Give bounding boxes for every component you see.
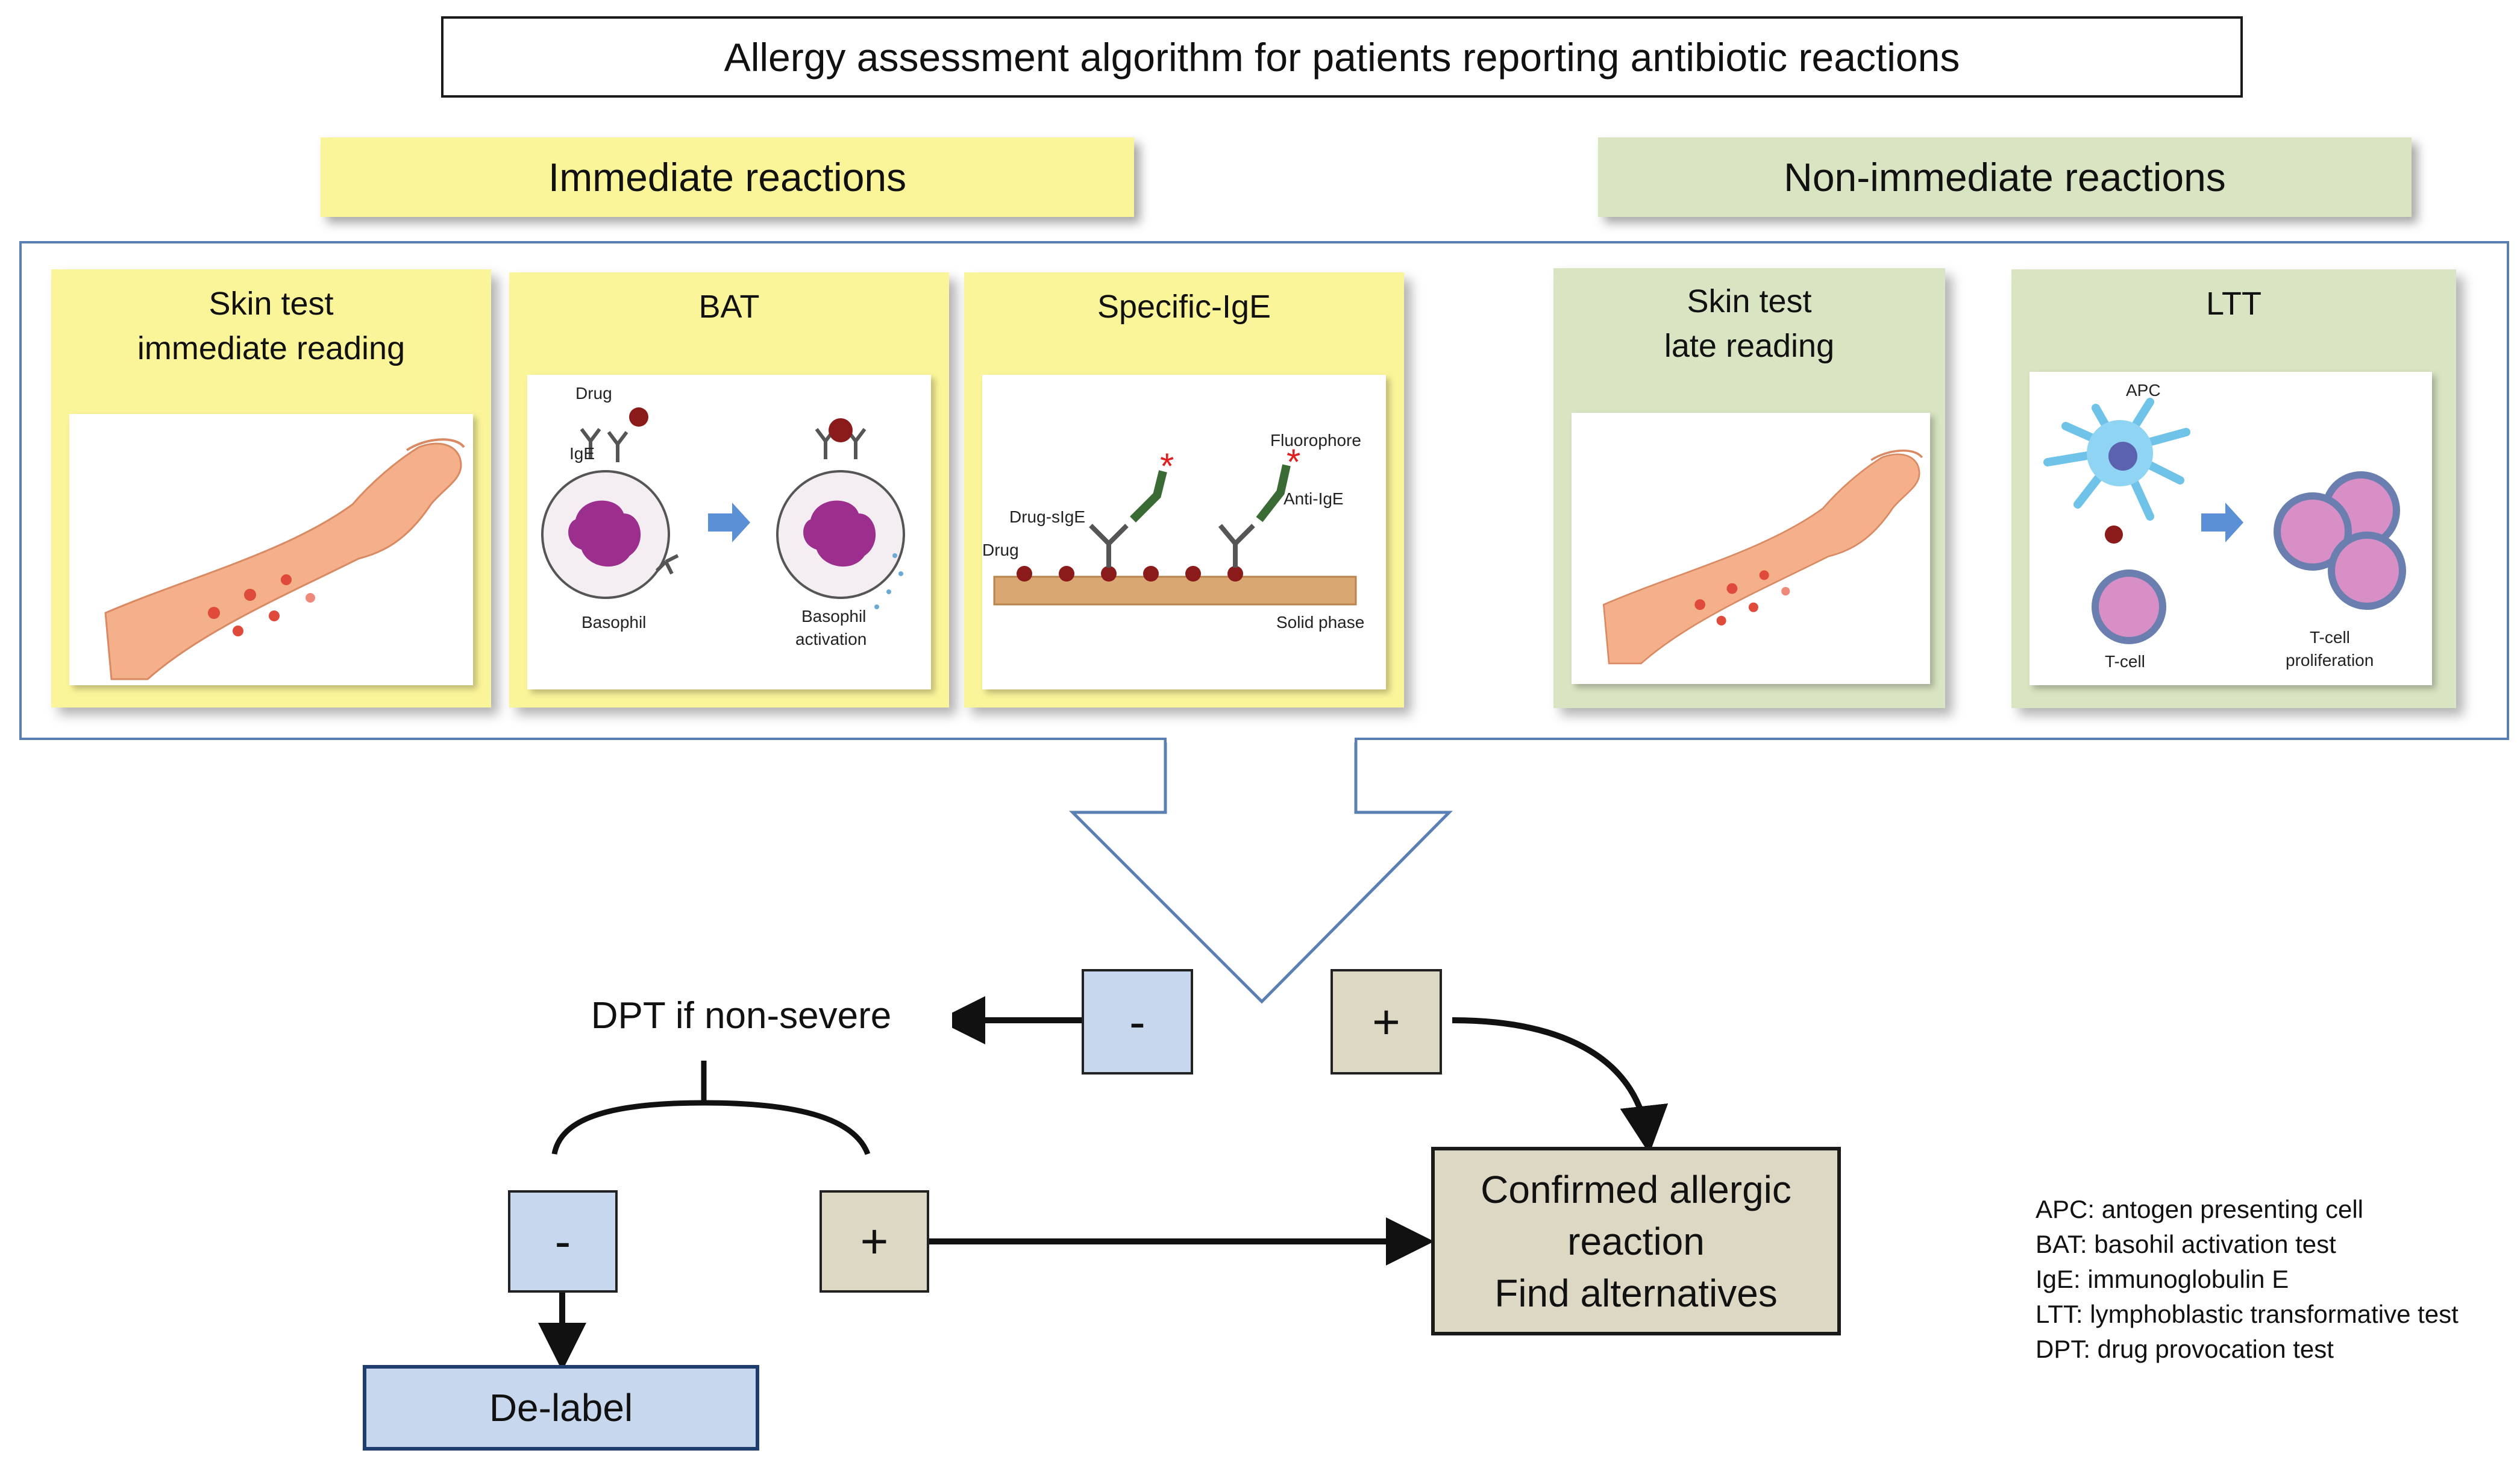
ltt-label-prolif-1: T-cell: [2310, 628, 2350, 647]
arm-skin-test-late-image: [1572, 413, 1930, 684]
ltt-label-prolif-2: proliferation: [2286, 651, 2374, 670]
skin-test-immediate-card: Skin test immediate reading: [51, 269, 491, 707]
abbreviation-item: BAT: basohil activation test: [2036, 1230, 2336, 1258]
skin-test-late-title: Skin test late reading: [1664, 283, 1835, 364]
bat-title: BAT: [698, 289, 760, 325]
abbreviations-legend: APC: antogen presenting cell BAT: basohi…: [2036, 1192, 2518, 1367]
arm-skin-test-image: [69, 414, 473, 685]
sige-label-solid-phase: Solid phase: [1276, 613, 1364, 632]
skin-test-immediate-title: Skin test immediate reading: [137, 286, 406, 366]
pos-to-confirmed-arrow: [1452, 1017, 1669, 1154]
specific-ige-title: Specific-IgE: [1097, 289, 1271, 325]
non-immediate-reactions-header: Non-immediate reactions: [1598, 137, 2412, 217]
ltt-label-apc: APC: [2126, 381, 2161, 400]
sige-label-drug-sige: Drug-sIgE: [1009, 507, 1085, 526]
sige-label-anti-ige: Anti-IgE: [1284, 489, 1344, 508]
sige-label-drug: Drug: [982, 541, 1019, 559]
diagram-title: Allergy assessment algorithm for patient…: [441, 16, 2243, 98]
bat-card: BAT Drug IgE Basophil Basophil activatio…: [509, 272, 949, 707]
dpt-label: DPT if non-severe: [530, 982, 952, 1049]
bat-label-activation-1: Basophil: [801, 607, 866, 626]
bat-label-basophil: Basophil: [581, 613, 646, 632]
abbreviation-item: LTT: lymphoblastic transformative test: [2036, 1300, 2459, 1328]
dpt-positive-box: +: [820, 1190, 929, 1293]
skin-test-late-card: Skin test late reading: [1553, 268, 1945, 708]
immediate-reactions-header: Immediate reactions: [321, 137, 1134, 217]
bat-label-activation-2: activation: [795, 630, 867, 648]
funnel-down-arrow: [1068, 738, 1453, 1004]
svg-text:*: *: [1287, 442, 1300, 482]
sige-label-fluorophore: Fluorophore: [1270, 431, 1361, 450]
specific-ige-card: Specific-IgE * * Fluorophore Anti-IgE Dr…: [964, 272, 1404, 707]
test-negative-box: -: [1082, 969, 1193, 1075]
ltt-title: LTT: [2206, 286, 2261, 322]
ltt-card: LTT APC T-cell T-cell proliferation: [2011, 269, 2456, 708]
dpt-negative-box: -: [508, 1190, 618, 1293]
bat-image: Drug IgE Basophil Basophil activation: [527, 375, 931, 689]
abbreviation-item: APC: antogen presenting cell: [2036, 1195, 2364, 1223]
bat-label-ige: IgE: [569, 444, 595, 463]
abbreviation-item: IgE: immunoglobulin E: [2036, 1265, 2289, 1293]
delabel-box: De-label: [363, 1365, 759, 1451]
abbreviation-item: DPT: drug provocation test: [2036, 1335, 2334, 1363]
dpt-brace: [551, 1100, 871, 1155]
confirmed-allergic-reaction-box: Confirmed allergic reaction Find alterna…: [1431, 1147, 1841, 1335]
test-positive-box: +: [1331, 969, 1442, 1075]
bat-label-drug: Drug: [575, 384, 612, 403]
ltt-image: APC T-cell T-cell proliferation: [2029, 372, 2432, 685]
svg-text:*: *: [1160, 446, 1174, 486]
ltt-label-tcell: T-cell: [2105, 652, 2145, 671]
specific-ige-image: * * Fluorophore Anti-IgE Drug-sIgE Drug …: [982, 375, 1386, 689]
